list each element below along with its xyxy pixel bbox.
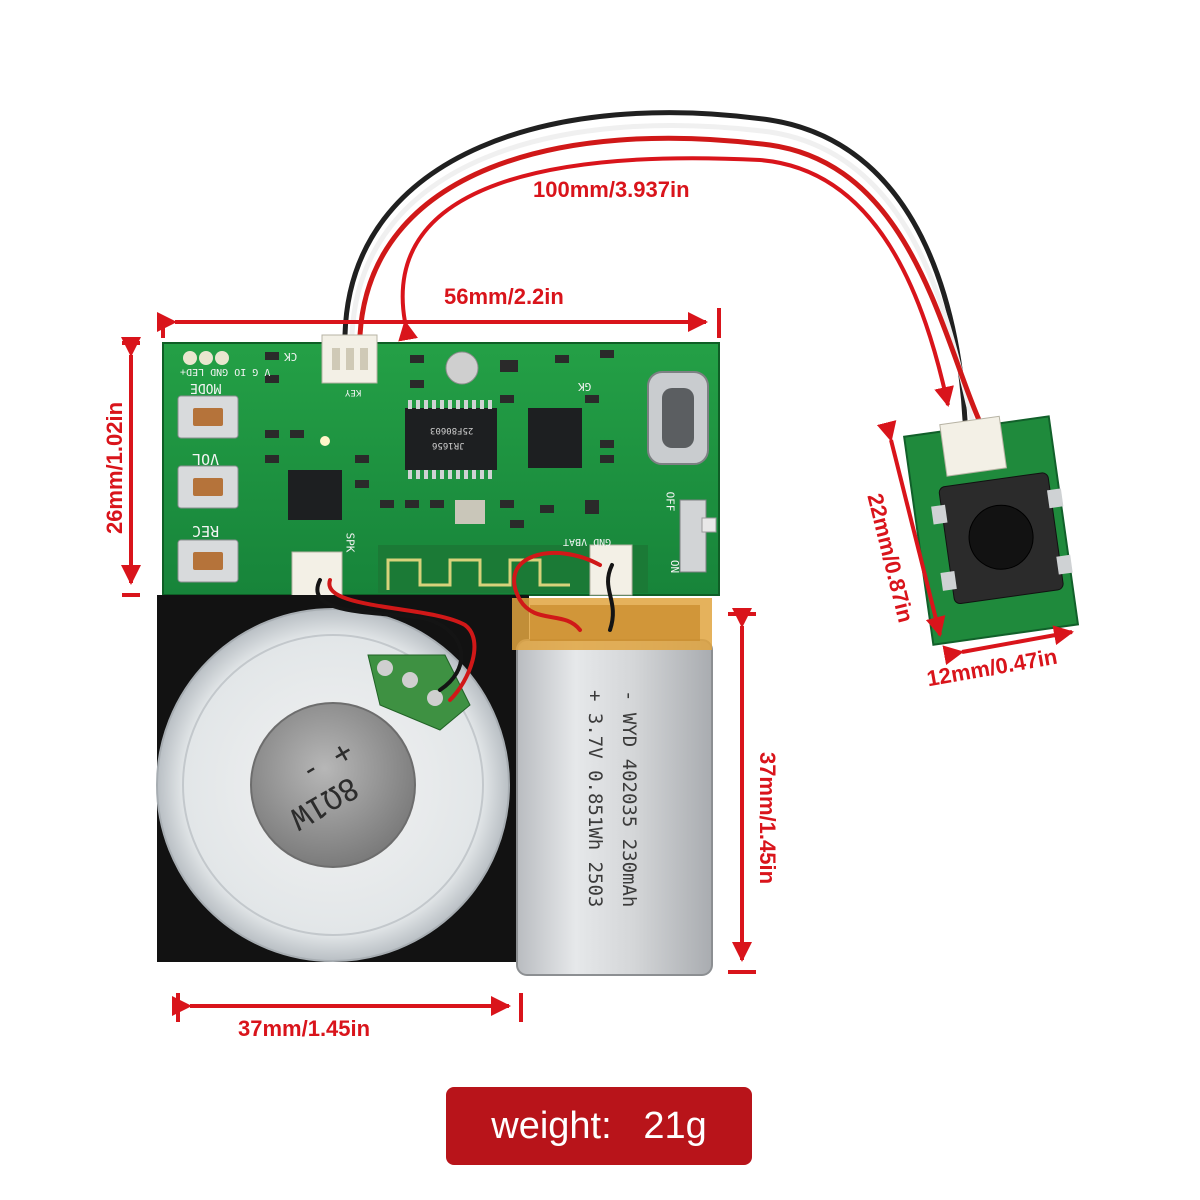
- led: [320, 436, 330, 446]
- speaker-width-label: 37mm/1.45in: [238, 1016, 371, 1041]
- key-connector: [321, 334, 378, 384]
- chip2-marking: 25F80603: [430, 425, 474, 435]
- battery-line-1: - WYD 402035 230mAh: [618, 690, 640, 908]
- pcb-label-vol: VOL: [192, 450, 220, 468]
- speaker-wires: [315, 578, 477, 702]
- pcb-label-rec: REC: [192, 522, 220, 540]
- board-width-label: 56mm/2.2in: [444, 284, 564, 309]
- cable-length-label: 100mm/3.937in: [533, 177, 690, 202]
- cable: [342, 110, 982, 423]
- amp-chip: [288, 470, 342, 520]
- board-height-label: 26mm/1.02in: [102, 401, 127, 535]
- pcb-label-pins: V G IO GND LED+: [180, 366, 271, 377]
- battery-height-label: 37mm/1.45in: [755, 751, 780, 885]
- dimension-lines: [121, 156, 1074, 1022]
- pcb-label-gnd-vbat: GND VBAT: [563, 536, 612, 547]
- pcb-label-key: KEY: [345, 387, 362, 397]
- vol-button: [177, 465, 239, 509]
- button-module: [903, 415, 1080, 646]
- main-chip: [405, 400, 497, 479]
- weight-badge: weight: 21g: [446, 1087, 752, 1165]
- speaker: [156, 608, 510, 962]
- weight-spacer: [612, 1105, 644, 1148]
- flash-chip: [528, 408, 582, 468]
- weight-label: weight:: [491, 1104, 612, 1147]
- weight-value: 21g: [643, 1104, 707, 1147]
- rec-button: [177, 539, 239, 583]
- pcb-label-off: OFF: [663, 491, 677, 512]
- chip1-marking: JR1656: [432, 440, 465, 450]
- battery-wires: [512, 550, 615, 632]
- pcb-label-ck: CK: [284, 350, 298, 363]
- microphone: [445, 351, 479, 385]
- solder-pads: [183, 351, 229, 365]
- power-switch: [679, 499, 717, 573]
- pcb-label-mode: MODE: [190, 380, 222, 395]
- pcb-label-spk: SPK: [343, 532, 357, 553]
- pcb-label-on: ON: [668, 559, 682, 574]
- usb-c-port: [647, 371, 709, 465]
- battery: [512, 598, 713, 976]
- pcb-label-gk: GK: [578, 380, 592, 393]
- battery-line-2: + 3.7V 0.851Wh 2503: [584, 690, 606, 908]
- mode-button: [177, 395, 239, 439]
